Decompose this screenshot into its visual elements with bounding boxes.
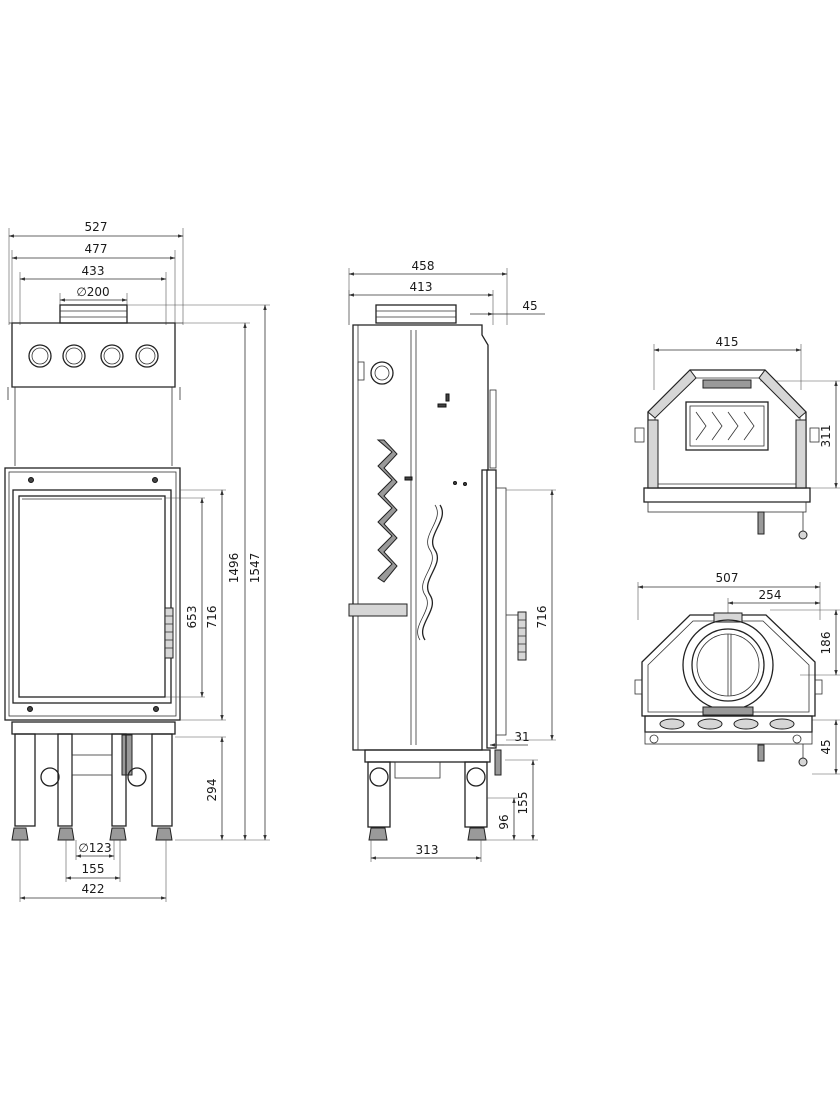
air-outlet bbox=[100, 344, 124, 368]
door-handle bbox=[164, 607, 174, 659]
air-outlets bbox=[28, 344, 159, 368]
air-inlet-side bbox=[370, 361, 394, 385]
convection-housing bbox=[11, 322, 176, 388]
flue-collar-side bbox=[375, 304, 457, 324]
dim-155-front: 155 bbox=[82, 862, 105, 876]
dim-477: 477 bbox=[85, 242, 108, 256]
bottom-view: 507 254 186 45 bbox=[634, 571, 840, 775]
dim-294: 294 bbox=[205, 779, 219, 802]
heat-exchanger bbox=[376, 439, 398, 583]
dim-155-side: 155 bbox=[516, 792, 530, 815]
dim-413: 413 bbox=[410, 280, 433, 294]
dim-inlet-diameter: ∅123 bbox=[78, 841, 111, 855]
dim-186: 186 bbox=[819, 632, 833, 655]
dim-96: 96 bbox=[497, 814, 511, 829]
dim-1547: 1547 bbox=[248, 553, 262, 584]
dim-254: 254 bbox=[759, 588, 782, 602]
base-legs bbox=[11, 733, 173, 841]
dim-45-bottom: 45 bbox=[819, 739, 833, 754]
ash-lever bbox=[121, 734, 133, 776]
dim-422: 422 bbox=[82, 882, 105, 896]
door-handle-side bbox=[506, 611, 527, 661]
dim-458: 458 bbox=[412, 259, 435, 273]
dim-653: 653 bbox=[185, 606, 199, 629]
stove-body-side bbox=[352, 324, 489, 751]
dim-311: 311 bbox=[819, 425, 833, 448]
dim-527: 527 bbox=[85, 220, 108, 234]
dim-415: 415 bbox=[716, 335, 739, 349]
body-outline-bottom bbox=[641, 614, 816, 717]
door-glass bbox=[18, 495, 166, 698]
air-inlet bbox=[127, 767, 147, 787]
door-frame bbox=[4, 467, 181, 721]
dim-716: 716 bbox=[205, 606, 219, 629]
dim-flue-diameter: ∅200 bbox=[76, 285, 109, 299]
air-control-lever bbox=[348, 603, 408, 617]
dim-433: 433 bbox=[82, 264, 105, 278]
air-outlet bbox=[62, 344, 86, 368]
smoke-baffle bbox=[422, 504, 443, 641]
dim-313: 313 bbox=[416, 843, 439, 857]
dim-45-side: 45 bbox=[522, 299, 537, 313]
air-outlet bbox=[135, 344, 159, 368]
flue-collar bbox=[59, 304, 128, 324]
front-view: 527 477 433 ∅200 bbox=[4, 220, 270, 902]
dim-507: 507 bbox=[716, 571, 739, 585]
dim-716-side: 716 bbox=[535, 606, 549, 629]
base-frame bbox=[11, 721, 176, 735]
dim-1496: 1496 bbox=[227, 553, 241, 584]
door-side bbox=[486, 469, 497, 749]
air-outlet bbox=[28, 344, 52, 368]
side-view: 458 413 45 bbox=[348, 259, 556, 862]
air-inlet bbox=[40, 767, 60, 787]
dim-31: 31 bbox=[514, 730, 529, 744]
top-view: 415 311 bbox=[634, 335, 840, 540]
base-side bbox=[364, 749, 491, 763]
grate bbox=[685, 401, 769, 451]
